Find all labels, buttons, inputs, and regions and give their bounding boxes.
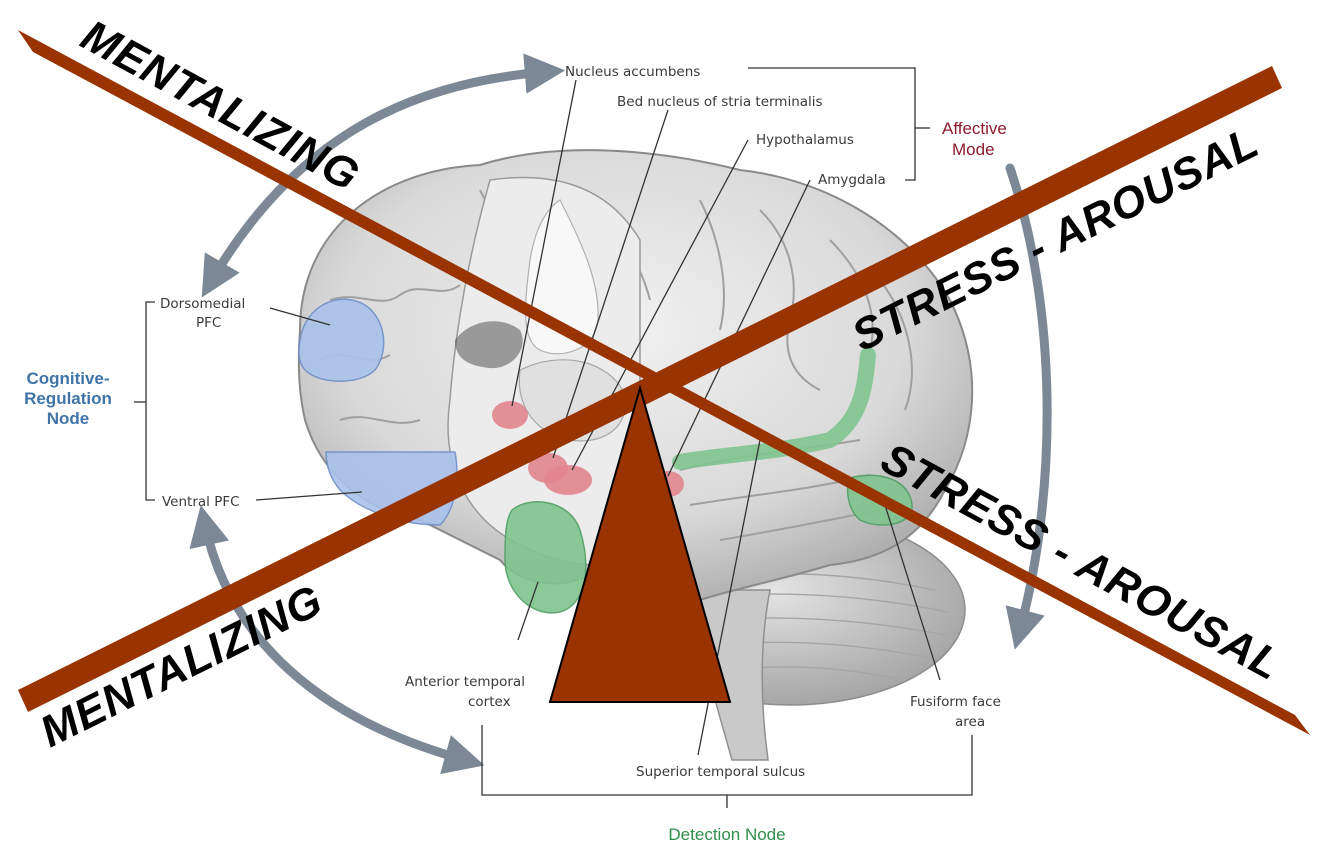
affective-mode-line1: Affective bbox=[942, 119, 1007, 138]
cognitive-node-line2: Regulation bbox=[24, 389, 112, 408]
label-fusiform-2: area bbox=[955, 714, 985, 730]
bar-ascending bbox=[18, 66, 1282, 712]
arrow-affective-to-detection bbox=[1005, 163, 1052, 650]
overlay-x bbox=[18, 30, 1310, 735]
node-labels: Affective Mode Cognitive- Regulation Nod… bbox=[24, 119, 1007, 844]
cognitive-node-line1: Cognitive- bbox=[26, 369, 109, 388]
fulcrum-triangle bbox=[548, 384, 732, 703]
label-dorsomedial-pfc-2: PFC bbox=[196, 315, 221, 331]
detection-node-label: Detection Node bbox=[668, 825, 785, 844]
label-fusiform-1: Fusiform face bbox=[910, 694, 1001, 710]
arrow-cognitive-to-detection bbox=[189, 505, 485, 775]
cognitive-node-line3: Node bbox=[47, 409, 90, 428]
mentalizing-top: MENTALIZING bbox=[73, 11, 367, 201]
structure-labels: Nucleus accumbens Bed nucleus of stria t… bbox=[160, 64, 1001, 780]
label-anterior-temporal-2: cortex bbox=[468, 694, 511, 710]
region-anterior-temporal-cortex bbox=[504, 501, 587, 614]
label-nucleus-accumbens: Nucleus accumbens bbox=[565, 64, 700, 80]
label-ventral-pfc: Ventral PFC bbox=[162, 494, 240, 510]
affective-mode-line2: Mode bbox=[952, 140, 995, 159]
region-hypothalamus bbox=[544, 465, 592, 495]
label-hypothalamus: Hypothalamus bbox=[756, 132, 854, 148]
stress-arousal-top: STRESS - AROUSAL bbox=[845, 118, 1267, 361]
label-bed-nucleus: Bed nucleus of stria terminalis bbox=[617, 94, 823, 110]
region-dorsomedial-pfc bbox=[298, 298, 385, 382]
arrow-affective-to-cognitive bbox=[201, 53, 566, 298]
label-anterior-temporal-1: Anterior temporal bbox=[405, 674, 525, 690]
label-superior-temporal-sulcus: Superior temporal sulcus bbox=[636, 764, 805, 780]
region-superior-temporal-sulcus bbox=[672, 347, 876, 470]
label-dorsomedial-pfc-1: Dorsomedial bbox=[160, 296, 245, 312]
label-amygdala: Amygdala bbox=[818, 172, 886, 188]
cycle-arrows bbox=[189, 53, 1052, 775]
ventricle bbox=[455, 321, 523, 369]
region-nucleus-accumbens bbox=[492, 401, 528, 429]
